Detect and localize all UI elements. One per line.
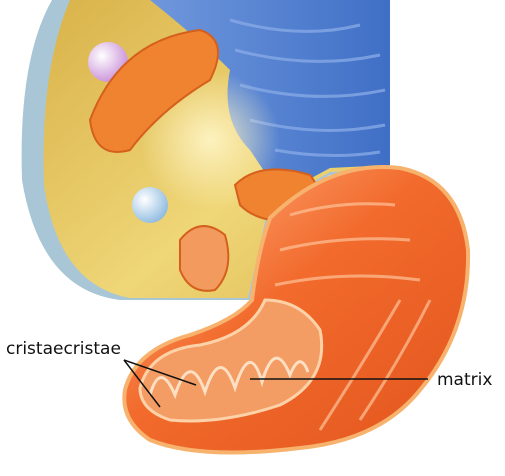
cristae-label: cristaecristae (6, 339, 121, 359)
small-mitochondrion (180, 226, 228, 291)
vesicle-icon (132, 187, 168, 223)
matrix-label: matrix (437, 370, 492, 390)
